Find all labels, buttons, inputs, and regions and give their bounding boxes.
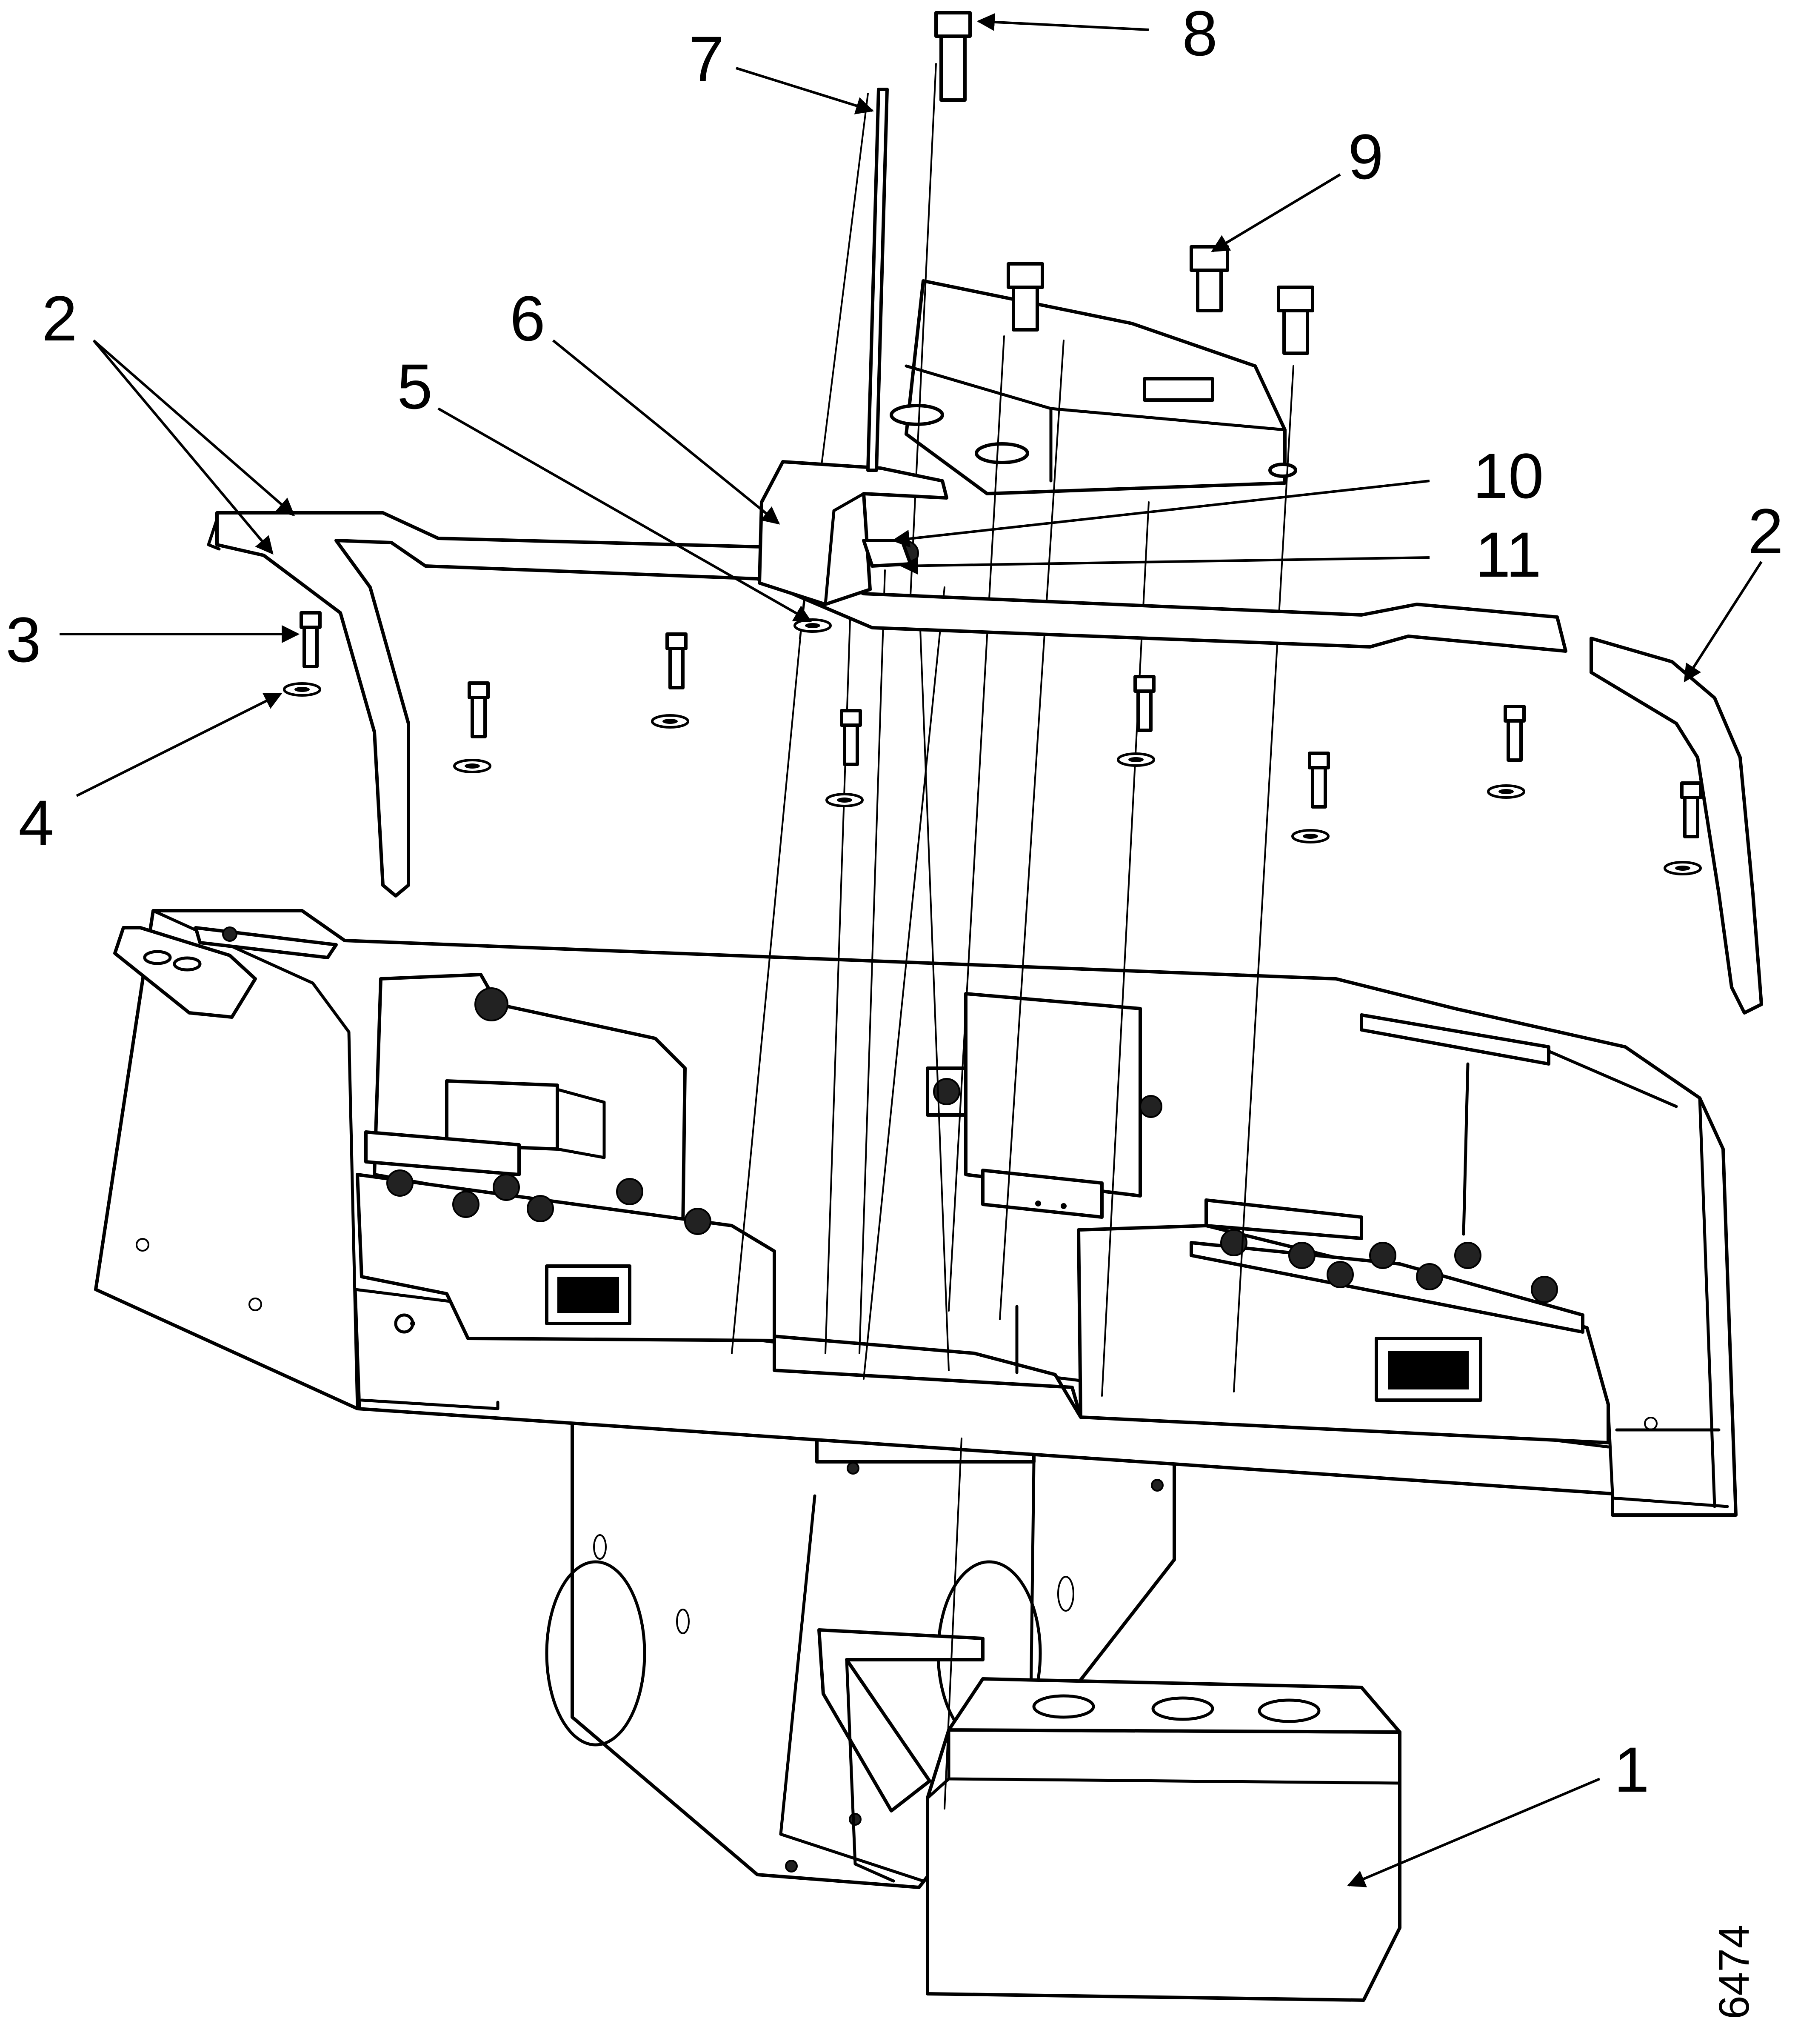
callout-label-1: 1 [1614,1734,1649,1805]
callout-5: 5 [397,351,812,623]
figure-number: 6474 [1710,1925,1758,2019]
callout-4: 4 [18,692,283,858]
callout-label-10: 10 [1473,440,1544,512]
callout-label-3: 3 [6,604,41,675]
callout-1: 1 [1347,1734,1650,1887]
center-valve-block [773,992,1162,1419]
control-box-item-1 [926,1677,1401,2002]
callout-label-8: 8 [1182,0,1217,69]
callout-2-left: 2 [42,283,295,555]
left-pump-unit [356,973,776,1342]
callout-11: 11 [900,519,1541,590]
callout-label-5: 5 [397,351,432,422]
callout-label-4: 4 [18,787,54,858]
callout-10: 10 [891,440,1544,548]
callout-6: 6 [510,283,780,525]
terminal-nuts-right [1220,1229,1558,1303]
callout-9: 9 [1211,121,1384,252]
callout-7: 7 [688,23,874,114]
bracket-item-6 [758,460,948,606]
callout-8: 8 [976,0,1218,69]
callout-label-7: 7 [688,23,724,94]
top-mounting-block [890,279,1297,495]
bracket-lower [817,1628,985,1883]
callout-2-right: 2 [1684,495,1784,683]
callout-label-11: 11 [1475,519,1541,590]
callout-3: 3 [6,604,300,675]
callout-label-2b: 2 [1748,495,1783,567]
callout-label-9: 9 [1348,121,1383,192]
bolts-and-washers [284,11,1701,874]
handle-bar-item-2 [207,511,1763,1015]
callout-label-6: 6 [510,283,545,354]
terminal-nuts-left [386,1169,711,1235]
callout-label-2a: 2 [42,283,77,354]
right-pump-unit [1077,1013,1678,1444]
